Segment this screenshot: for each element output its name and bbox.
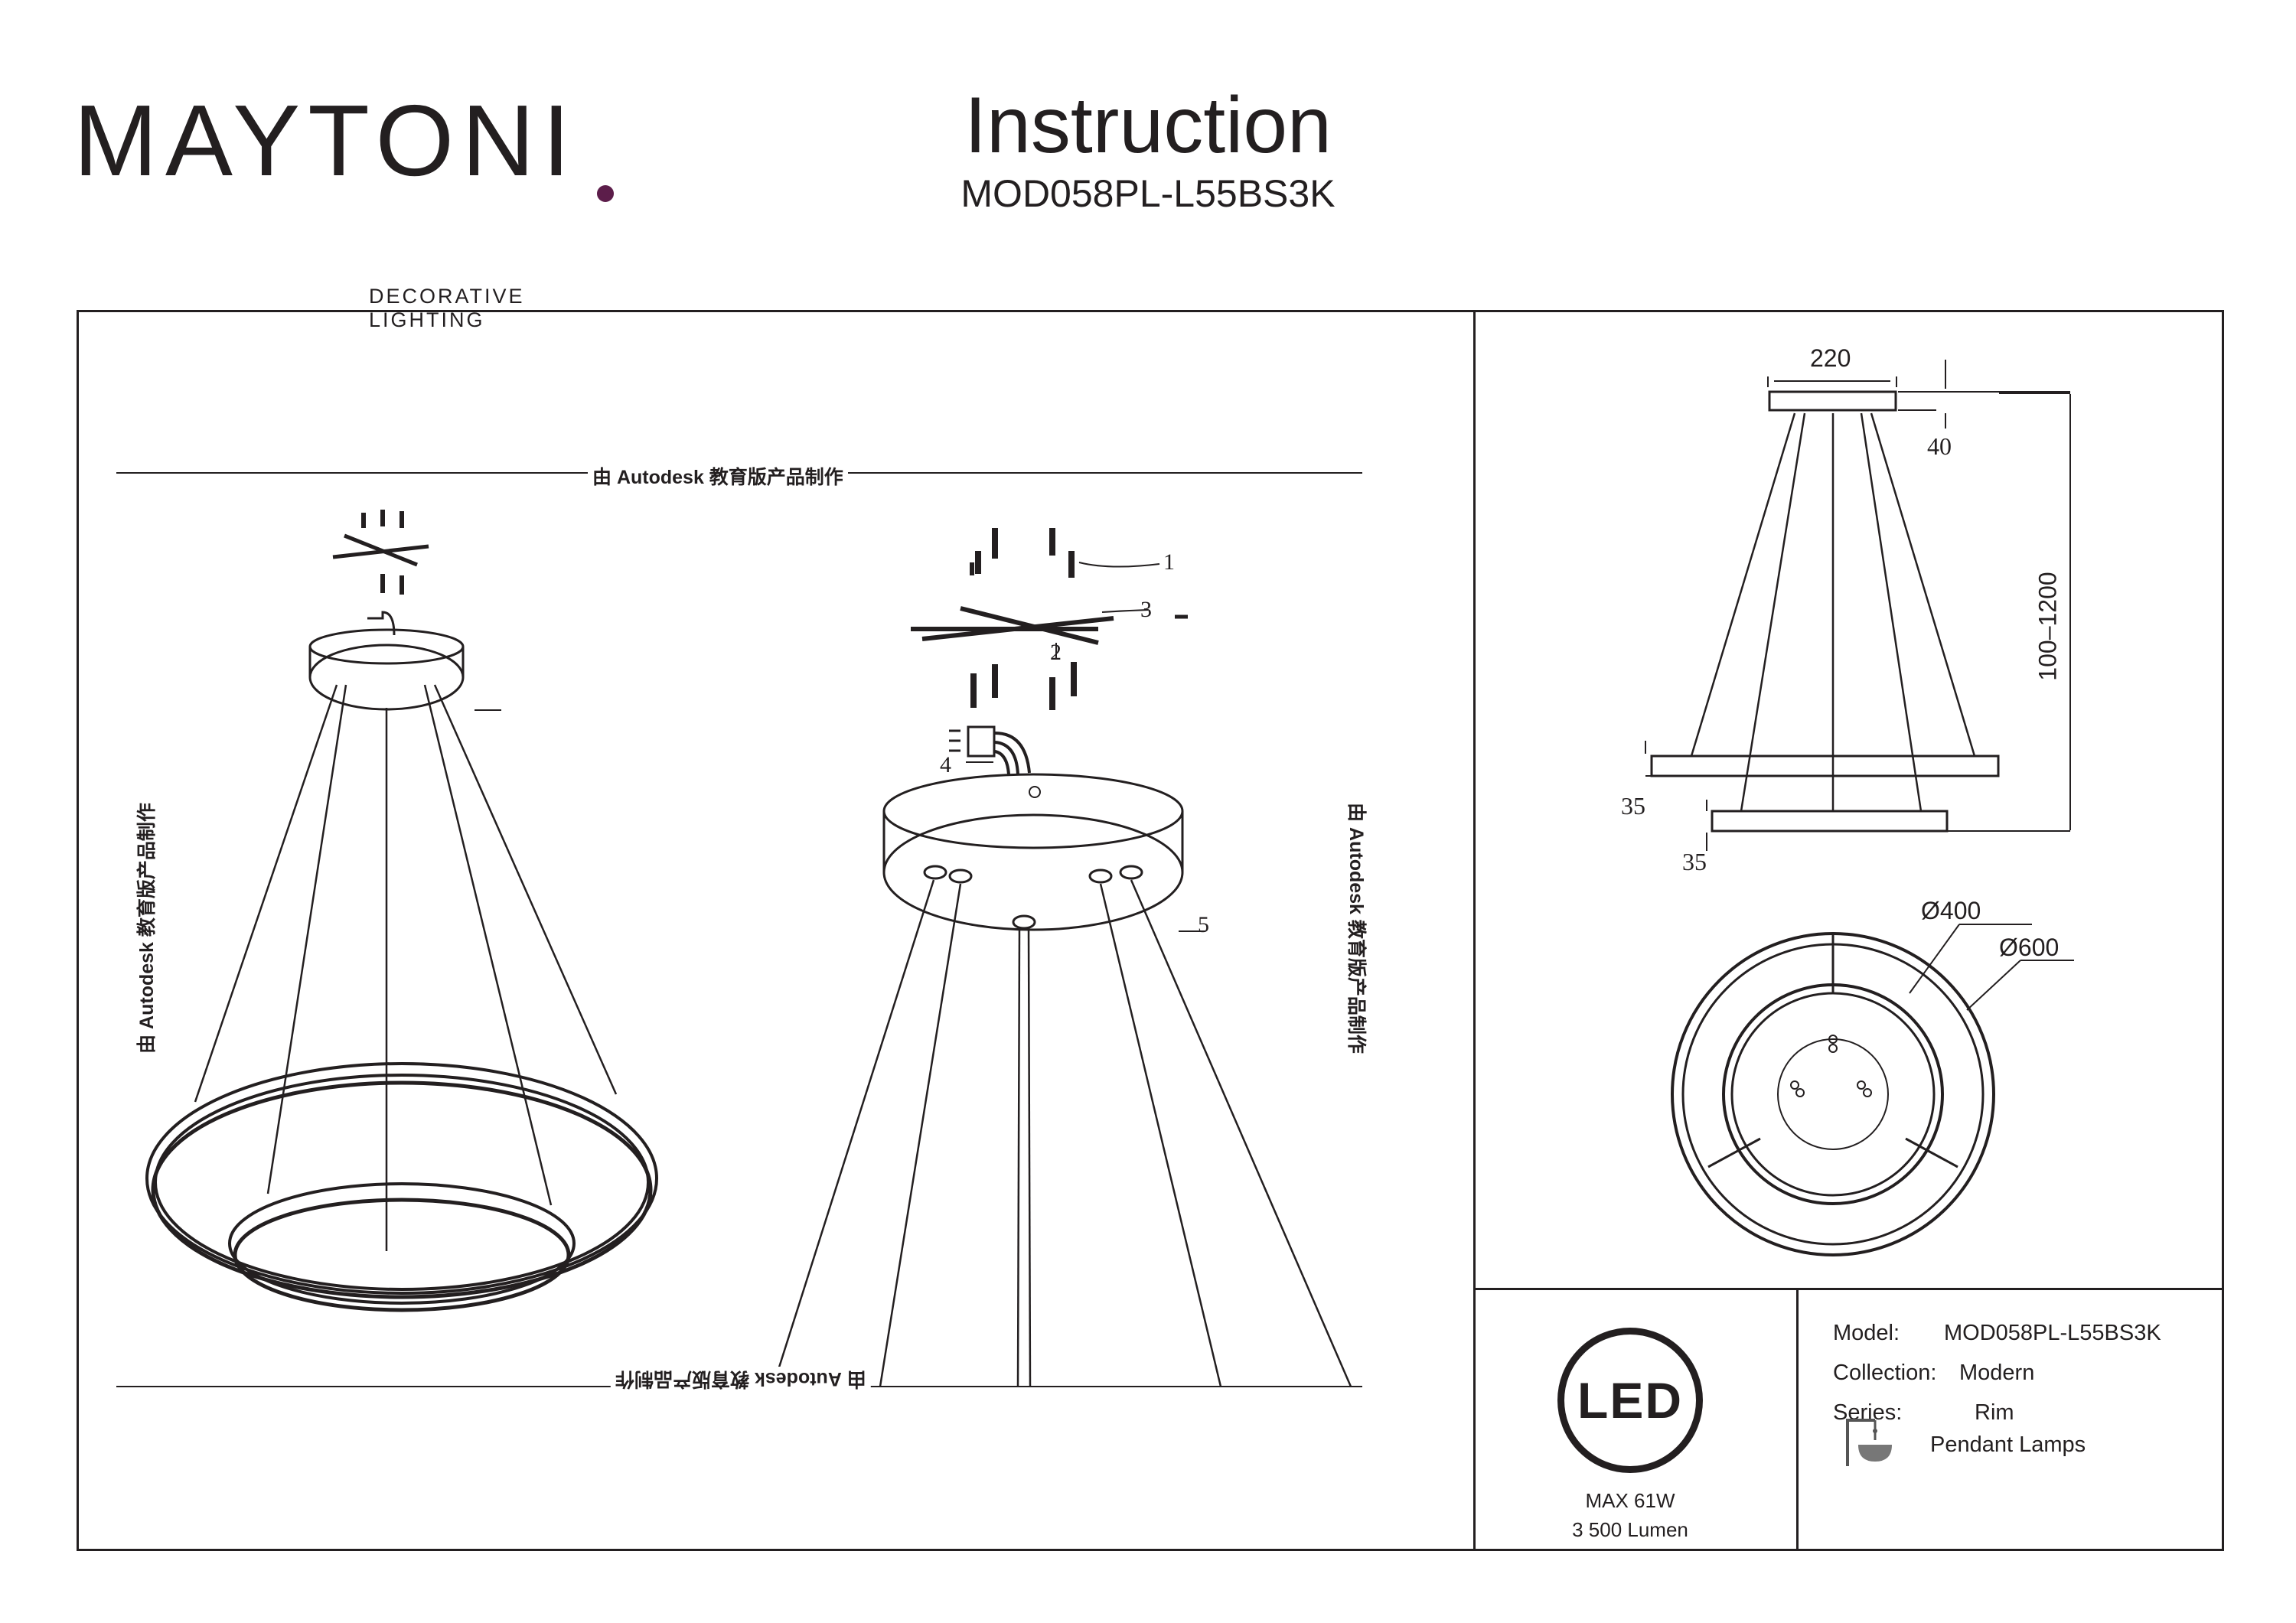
callout-1: 1 [1163,549,1175,575]
frame-divider-vertical [1473,310,1476,1551]
dim-ring-height-lower: 35 [1682,848,1707,875]
led-badge: LED [1557,1328,1703,1473]
watermark-bottom: 由 Autodesk 教育版产品制作 [611,1367,871,1394]
dim-canopy-width: 220 [1810,344,1851,372]
side-dimension-view [1645,360,2071,851]
brand-tagline: DECORATIVE LIGHTING [369,285,525,331]
exploded-assembly-view [771,528,1352,1387]
top-view [1671,924,2074,1256]
watermark-left: 由 Autodesk 教育版产品制作 [131,798,159,1058]
brand-accent-dot [597,185,614,202]
callout-3: 3 [1140,597,1152,622]
watermark-right: 由 Autodesk 教育版产品制作 [1343,798,1371,1058]
pendant-lamp-icon [1846,1419,1892,1466]
spec-power: MAX 61W [1585,1489,1675,1512]
callout-5: 5 [1198,912,1209,937]
info-type-value: Pendant Lamps [1930,1432,2086,1457]
page-model-code: MOD058PL-L55BS3K [960,172,1336,215]
info-collection-label: Collection: [1833,1361,1937,1385]
dim-canopy-height: 40 [1927,432,1952,460]
page-title: Instruction [964,81,1332,170]
assembled-lamp-view [145,510,658,1312]
drawing-frame [77,310,2224,1551]
watermark-top: 由 Autodesk 教育版产品制作 [588,462,848,490]
dim-ring-height-upper: 35 [1621,792,1645,820]
brand-logo: MAYTONI DECORATIVE LIGHTING [73,90,614,331]
info-collection-value: Modern [1959,1361,2035,1385]
dim-diameter-outer: Ø600 [1999,934,2060,961]
frame-divider-spec [1796,1288,1799,1551]
info-model-value: MOD058PL-L55BS3K [1944,1321,2161,1345]
info-series-value: Rim [1975,1400,2014,1425]
callout-2: 2 [1050,640,1062,665]
frame-divider-horizontal [1473,1288,2224,1290]
callout-4: 4 [940,752,951,777]
spec-lumen: 3 500 Lumen [1572,1518,1688,1541]
info-model-label: Model: [1833,1321,1900,1345]
dim-diameter-inner: Ø400 [1921,897,1981,924]
dim-drop-range: 100–1200 [2033,572,2062,681]
brand-name: MAYTONI [73,84,579,197]
